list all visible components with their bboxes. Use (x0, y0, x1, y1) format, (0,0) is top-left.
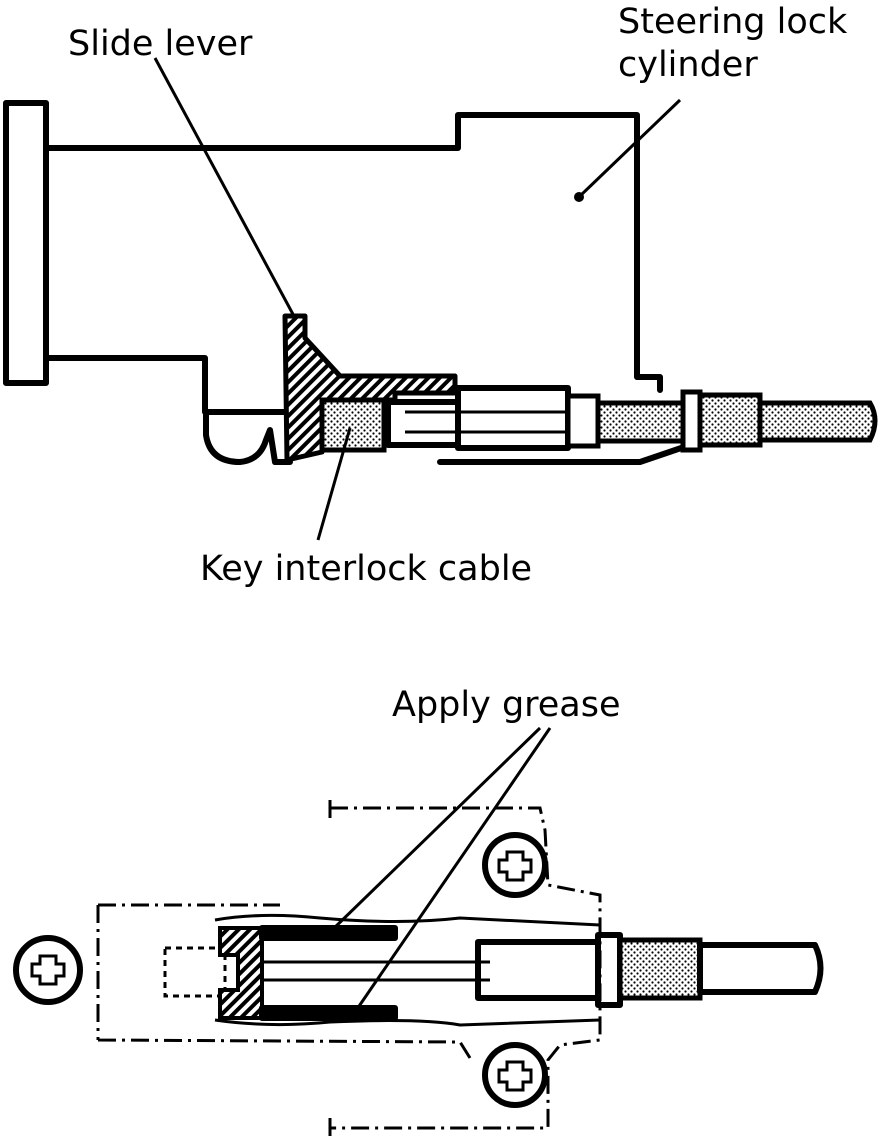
cable-end-dotted-outline (163, 946, 227, 998)
steering-lock-label-line2: cylinder (618, 45, 758, 85)
slide-lever (282, 313, 458, 463)
cylinder-recess (203, 412, 293, 465)
cable-socket-inner (259, 925, 398, 1021)
bracket-outline (96, 806, 602, 1130)
steering-lock-label-line1: Steering lock (618, 2, 848, 42)
cable-socket (218, 926, 264, 1020)
apply-grease-label: Apply grease (392, 685, 621, 725)
key-interlock-leader (316, 427, 352, 541)
cable-end-housing (385, 399, 461, 448)
inner-housing (214, 913, 601, 1027)
outer-cable-segment (617, 937, 703, 1001)
steering-lock-assembly (3, 57, 878, 541)
cable-sleeve (455, 385, 571, 451)
cable-segment-1 (595, 400, 686, 444)
slide-lever-leader (153, 57, 297, 319)
cable-segment-2 (697, 392, 763, 448)
cable-bracket-assembly (13, 726, 824, 1136)
grease-leader-lower (353, 727, 552, 1013)
grease-leader-upper (328, 726, 542, 934)
screw-top (482, 832, 548, 898)
rod-sleeve (475, 939, 601, 1001)
outer-cable-end (697, 942, 824, 995)
mounting-flange (3, 100, 49, 386)
screw-left (13, 935, 83, 1005)
guide-plate (437, 442, 693, 465)
cable-end-dotted (319, 397, 387, 453)
grease-upper (262, 929, 392, 937)
key-interlock-cable-label: Key interlock cable (200, 549, 532, 589)
steering-lock-leader (578, 98, 682, 198)
slide-lever-label: Slide lever (68, 24, 253, 64)
grease-lower (262, 1009, 392, 1017)
screw-bottom (482, 1042, 548, 1108)
cable-ring (680, 389, 703, 453)
steering-lock-cylinder-body (43, 112, 663, 415)
cable-collar (565, 393, 601, 449)
cable-outer (757, 400, 878, 443)
steering-lock-leader-dot (574, 192, 584, 202)
